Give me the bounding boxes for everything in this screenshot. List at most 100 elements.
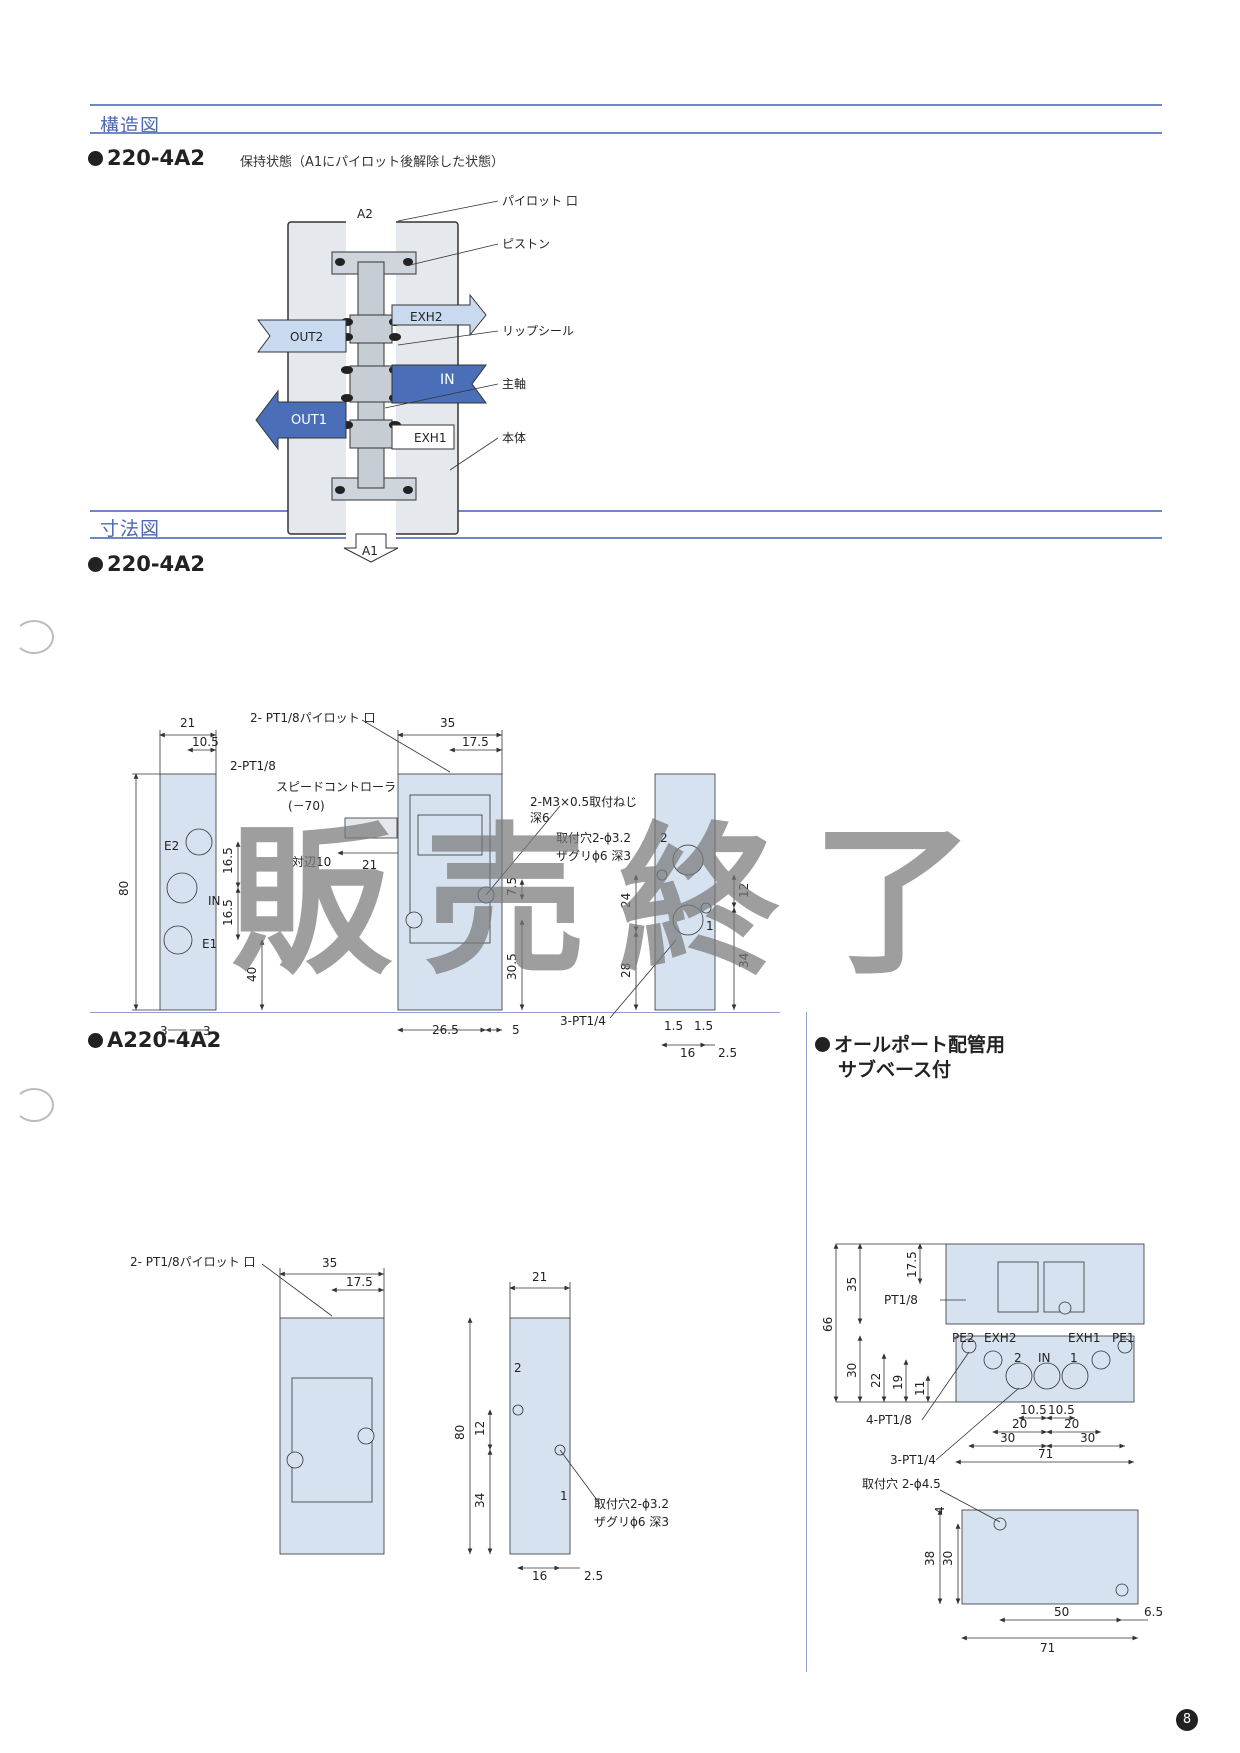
page-number: 8 [1176,1709,1198,1731]
subbase-heading: オールポート配管用 [815,1030,1005,1057]
bullet-icon [815,1037,830,1052]
port-2: 2 [660,831,668,845]
dim-w35: 35 [440,716,455,730]
sb-port-2: 2 [1014,1351,1022,1365]
bullet-icon [88,1033,103,1048]
dim-24: 24 [619,893,633,908]
subbase-bottom-view [961,1509,1139,1605]
sb-port-in: IN [1038,1351,1051,1365]
dim2-w35: 35 [322,1256,337,1270]
note-pilot-2: 2- PT1/8パイロット 口 [130,1255,255,1269]
dim-34: 34 [737,953,751,968]
note-hole: 取付穴2-ϕ3.2 [556,830,631,845]
sb-dim-50: 50 [1054,1605,1069,1619]
bullet-icon [88,151,103,166]
dim1-model-heading: 220-4A2 [88,552,205,576]
side-view-body [509,1317,571,1555]
subbase-drawing [833,1243,1148,1641]
dim-w21: 21 [180,716,195,730]
dim-265: 26.5 [432,1023,459,1037]
structure-model-heading: 220-4A2 [88,146,205,170]
sb-note-pt14x3: 3-PT1/4 [890,1453,936,1467]
dim2-drawing [261,1263,601,1571]
note-width: 対辺10 [292,855,331,869]
label-exh2: EXH2 [410,310,442,324]
dim2-port-1: 1 [560,1489,568,1503]
dim2-model-heading: A220-4A2 [88,1028,221,1052]
dim-16: 16 [680,1046,695,1060]
dim-3b: 3 [203,1024,211,1038]
dim2-note-hole: 取付穴2-ϕ3.2 [594,1496,669,1511]
note-pt14: 3-PT1/4 [560,1014,606,1028]
vertical-divider [806,1012,807,1672]
dim1-labels: 21 10.5 80 16.5 16.5 40 3 3 21 E2 IN E1 … [117,711,751,1060]
dim-25: 2.5 [718,1046,737,1060]
label-exh1: EXH1 [414,431,446,445]
dim-75: 7.5 [505,877,519,896]
sb-dim-175: 17.5 [905,1251,919,1278]
sb-dim-38: 38 [923,1551,937,1566]
dim2-w175: 17.5 [346,1275,373,1289]
dim-h80: 80 [117,881,131,896]
port-1: 1 [706,919,714,933]
sb-dim-19: 19 [891,1375,905,1390]
sb-dim-4: 4 [933,1506,947,1514]
exh2-arrow [391,293,487,337]
sb-dim-30: 30 [845,1363,859,1378]
sb-note-pt18: PT1/8 [884,1293,918,1307]
note-mount-screw: 2-M3×0.5取付ねじ [530,795,637,809]
dim-12: 12 [737,883,751,898]
label-in: IN [440,372,455,388]
section-rule-top-2 [90,510,1162,512]
section-rule-bottom-2 [90,537,1162,539]
sb-port-pe2: PE2 [952,1331,974,1345]
note-pilot: 2- PT1/8パイロット 口 [250,711,375,725]
port-e1: E1 [202,937,217,951]
discontinued-watermark: 販売終了 [230,809,1006,997]
sb-dim-11: 11 [913,1381,927,1396]
subbase-labels: 17.5 35 66 PT1/8 30 22 19 11 PE2 EXH2 EX… [821,1251,1163,1655]
sb-dim-20a: 20 [1012,1417,1027,1431]
label-a2: A2 [357,207,373,221]
dim-w105: 10.5 [192,735,219,749]
callout-main-shaft: 主軸 [502,377,526,391]
dim2-w21: 21 [532,1270,547,1284]
sb-port-pe1: PE1 [1112,1331,1134,1345]
dim2-34: 34 [473,1493,487,1508]
note-cbore: ザグリϕ6 深3 [556,849,631,863]
sb-port-exh1: EXH1 [1068,1331,1100,1345]
sb-dim-105a: 10.5 [1020,1403,1047,1417]
dim-5: 5 [512,1023,520,1037]
label-a1: A1 [362,544,378,558]
dim2-h80: 80 [453,1425,467,1440]
dim2-note-cbore: ザグリϕ6 深3 [594,1515,669,1529]
sb-note-pt18x4: 4-PT1/8 [866,1413,912,1427]
bullet-icon [88,557,103,572]
note-speed-value: (－70) [288,799,325,813]
a1-port-arrow [343,533,399,563]
callout-piston: ピストン [502,237,550,251]
sb-dim-30c: 30 [1080,1431,1095,1445]
in-arrow [391,364,487,404]
sb-note-hole: 取付穴 2-ϕ4.5 [862,1476,941,1491]
sb-dim-35: 35 [845,1277,859,1292]
note-pt18: 2-PT1/8 [230,759,276,773]
dim-40: 40 [245,967,259,982]
right-view-body [654,773,716,1011]
dim2-12: 12 [473,1421,487,1436]
sb-dim-20b: 20 [1064,1417,1079,1431]
binder-ring-mark [14,620,54,654]
label-out2: OUT2 [290,330,323,344]
structure-drawing: A2 A1 OUT2 EXH2 IN OUT1 EXH1 パイロット 口 ピスト… [255,194,578,563]
callout-pilot-port: パイロット 口 [502,194,578,208]
sb-port-exh2: EXH2 [984,1331,1016,1345]
dim2-labels: 2- PT1/8パイロット 口 35 17.5 21 80 12 34 16 2… [130,1255,669,1583]
label-out1: OUT1 [291,413,327,428]
dim2-16: 16 [532,1569,547,1583]
callout-lip-seal: リップシール [502,324,574,338]
sb-dim-65: 6.5 [1144,1605,1163,1619]
section-title-structure: 構造図 [100,115,161,137]
sb-dim-30b: 30 [1000,1431,1015,1445]
note-depth6: 深6 [530,811,550,825]
